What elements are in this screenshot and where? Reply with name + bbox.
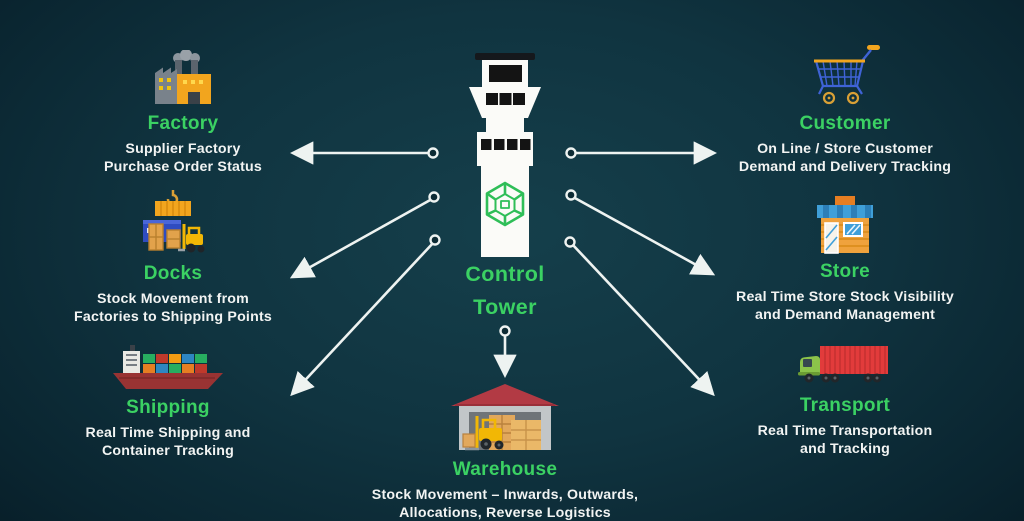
control-tower-title-line2: Tower xyxy=(473,295,537,319)
docks-title: Docks xyxy=(143,263,203,284)
node-store: Store Real Time Store Stock Visibility a… xyxy=(700,196,990,324)
store-title: Store xyxy=(819,261,871,282)
truck-icon xyxy=(798,344,892,388)
cargo-ship-icon xyxy=(113,345,223,390)
storefront-icon xyxy=(813,196,877,254)
node-factory: Factory Supplier Factory Purchase Order … xyxy=(48,49,318,176)
node-customer: Customer On Line / Store Customer Demand… xyxy=(700,44,990,176)
arrow-to-shipping xyxy=(290,234,441,397)
warehouse-desc-line1: Stock Movement – Inwards, Outwards, xyxy=(371,487,639,503)
factory-desc-line1: Supplier Factory xyxy=(125,141,241,157)
warehouse-desc-line2: Allocations, Reverse Logistics xyxy=(399,505,611,521)
arrow-to-docks xyxy=(289,191,440,279)
node-docks: Docks Stock Movement from Factories to S… xyxy=(38,190,308,326)
warehouse-title: Warehouse xyxy=(452,459,558,480)
store-desc-line2: and Demand Management xyxy=(755,307,935,323)
customer-desc-line2: Demand and Delivery Tracking xyxy=(738,159,952,175)
transport-desc-line1: Real Time Transportation xyxy=(757,423,933,439)
arrow-to-store xyxy=(565,189,716,276)
arrow-to-transport xyxy=(564,236,715,397)
hexagon-box-logo-icon xyxy=(485,181,525,227)
arrow-to-warehouse xyxy=(493,325,517,379)
customer-desc-line1: On Line / Store Customer xyxy=(757,141,933,157)
node-transport: Transport Real Time Transportation and T… xyxy=(700,344,990,458)
shopping-cart-icon xyxy=(805,44,885,106)
factory-icon xyxy=(152,49,214,106)
customer-title: Customer xyxy=(799,113,891,134)
control-tower-title-line1: Control xyxy=(465,262,545,286)
store-desc-line1: Real Time Store Stock Visibility xyxy=(736,289,954,305)
node-shipping: Shipping Real Time Shipping and Containe… xyxy=(33,345,303,460)
transport-title: Transport xyxy=(799,395,891,416)
transport-desc-line2: and Tracking xyxy=(800,441,890,457)
node-warehouse: Warehouse Stock Movement – Inwards, Outw… xyxy=(345,382,665,521)
shipping-desc-line1: Real Time Shipping and xyxy=(85,425,251,441)
shipping-title: Shipping xyxy=(126,397,210,418)
warehouse-icon xyxy=(449,382,561,452)
docks-icon xyxy=(135,190,211,256)
arrow-to-customer xyxy=(565,141,718,165)
control-tower-icon xyxy=(469,53,541,257)
control-tower-illustration xyxy=(455,52,555,257)
docks-desc-line2: Factories to Shipping Points xyxy=(74,309,272,325)
control-tower-title: Control Tower xyxy=(395,258,615,324)
docks-desc-line1: Stock Movement from xyxy=(96,291,249,307)
shipping-desc-line2: Container Tracking xyxy=(101,443,235,459)
factory-title: Factory xyxy=(147,113,219,134)
arrow-to-factory xyxy=(289,141,439,165)
factory-desc-line2: Purchase Order Status xyxy=(104,159,262,175)
